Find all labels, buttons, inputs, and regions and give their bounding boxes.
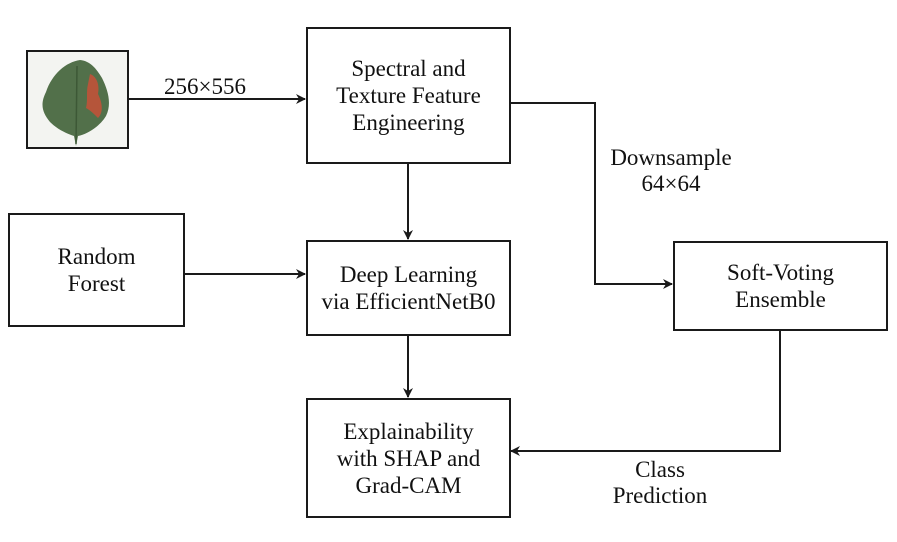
explainability-label: Explainability with SHAP and Grad-CAM bbox=[336, 418, 481, 498]
downsample-label: Downsample 64×64 bbox=[610, 145, 732, 196]
leaf-icon bbox=[42, 60, 109, 146]
deep-learning-node: Deep Learning via EfficientNetB0 bbox=[306, 240, 511, 336]
arrow-feature-engineering-to-soft-voting bbox=[510, 102, 673, 289]
input-leaf-image bbox=[26, 50, 129, 149]
explainability-node: Explainability with SHAP and Grad-CAM bbox=[306, 398, 511, 518]
random-forest-node: Random Forest bbox=[8, 213, 185, 327]
feature-engineering-node: Spectral and Texture Feature Engineering bbox=[306, 27, 511, 164]
input-size-label: 256×556 bbox=[164, 74, 246, 99]
deep-learning-label: Deep Learning via EfficientNetB0 bbox=[321, 262, 496, 314]
feature-engineering-label: Spectral and Texture Feature Engineering bbox=[336, 56, 481, 135]
soft-voting-label: Soft-Voting Ensemble bbox=[727, 260, 834, 312]
soft-voting-node: Soft-Voting Ensemble bbox=[673, 241, 888, 331]
random-forest-label: Random Forest bbox=[57, 244, 136, 296]
arrow-soft-voting-to-explainability bbox=[510, 330, 781, 456]
class-prediction-label: Class Prediction bbox=[612, 457, 708, 508]
